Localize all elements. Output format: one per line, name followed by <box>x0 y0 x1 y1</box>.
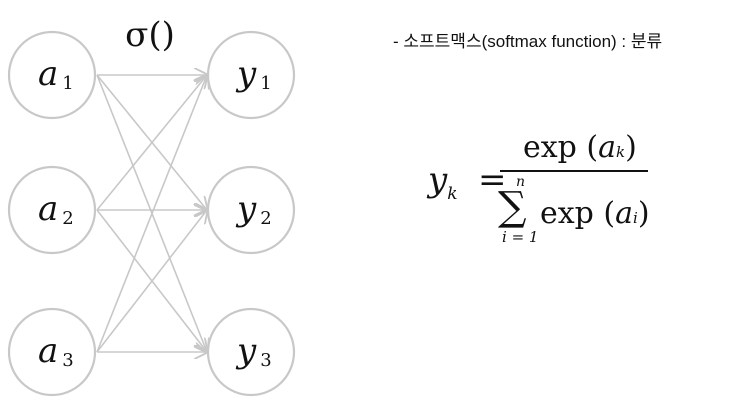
activation-label: σ() <box>125 15 175 55</box>
sum-upper-limit: n <box>516 174 526 190</box>
section-title: - 소프트맥스(softmax function) : 분류 <box>393 32 663 51</box>
formula-equals: = <box>478 160 507 200</box>
sum-symbol: ∑ <box>498 184 527 230</box>
edge-a3-y2 <box>96 210 207 353</box>
formula-lhs: yk <box>428 160 458 204</box>
formula-numerator: exp (ak) <box>523 130 637 165</box>
softmax-formula: yk = exp (ak) n ∑ i = 1 exp (ai) <box>428 130 668 260</box>
edge-a2-y1 <box>96 75 207 211</box>
fraction-bar <box>500 170 648 172</box>
connection-edges <box>96 75 207 353</box>
edge-a3-y1 <box>96 75 207 353</box>
sum-lower-limit: i = 1 <box>502 228 539 246</box>
formula-denominator: exp (ai) <box>540 196 650 231</box>
